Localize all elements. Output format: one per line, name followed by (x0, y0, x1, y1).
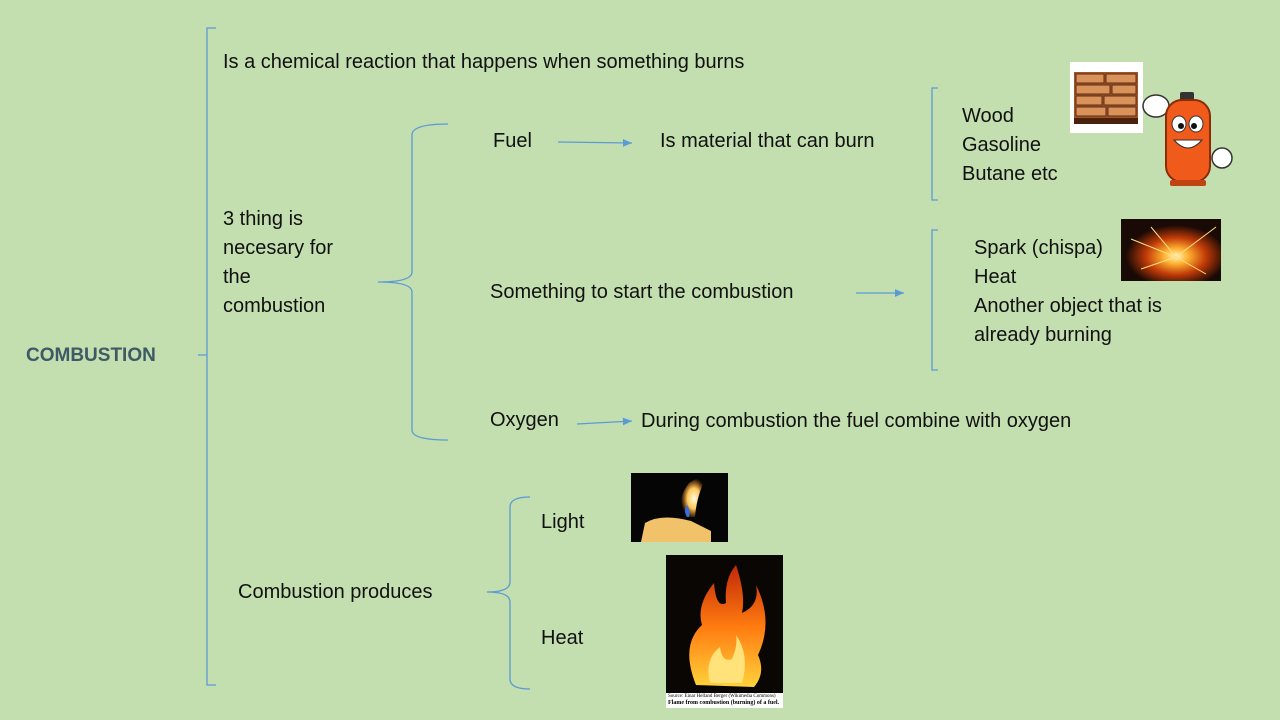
definition-text: Is a chemical reaction that happens when… (223, 51, 745, 73)
ignition-example-item: already burning (974, 324, 1112, 346)
fuel-example-item: Butane etc (962, 163, 1058, 185)
firewood-image (1070, 62, 1143, 133)
ignition-example-item: Spark (chispa) (974, 237, 1103, 259)
fire-image-caption-text: Flame from combustion (burning) of a fue… (668, 700, 780, 706)
fuel-example-item: Wood (962, 105, 1014, 127)
fuel-description: Is material that can burn (660, 130, 875, 152)
products-brace (486, 496, 531, 690)
requirements-brace (377, 123, 449, 441)
product-item-heat: Heat (541, 627, 584, 649)
fire-image-caption: Source: Einar Helland Berger (Wikimedia … (666, 693, 783, 708)
main-brace (198, 27, 216, 686)
fire-image-caption-source: Source: Einar Helland Berger (Wikimedia … (668, 694, 776, 699)
oxygen-arrow (576, 417, 633, 426)
fire-image: Source: Einar Helland Berger (Wikimedia … (666, 555, 783, 708)
fuel-example-item: Gasoline (962, 134, 1041, 156)
root-title: COMBUSTION (26, 345, 156, 366)
ignition-label: Something to start the combustion (490, 281, 794, 303)
ignition-examples-bracket (931, 229, 938, 371)
requirements-heading-line: combustion (223, 295, 326, 317)
gas-canister-mascot-image (1140, 86, 1235, 190)
requirements-heading-line: the (223, 266, 251, 288)
oxygen-description: During combustion the fuel combine with … (641, 410, 1072, 432)
fuel-examples-bracket (931, 87, 938, 201)
product-item-light: Light (541, 511, 585, 533)
spark-image (1121, 219, 1221, 281)
fuel-label: Fuel (493, 130, 532, 152)
oxygen-label: Oxygen (490, 409, 559, 431)
ignition-example-item: Heat (974, 266, 1017, 288)
requirements-heading-line: 3 thing is (223, 208, 304, 230)
ignition-example-item: Another object that is (974, 295, 1162, 317)
requirements-heading-line: necesary for (223, 237, 334, 259)
fuel-arrow (557, 138, 633, 147)
candle-flame-image (631, 473, 728, 542)
products-label: Combustion produces (238, 581, 433, 603)
